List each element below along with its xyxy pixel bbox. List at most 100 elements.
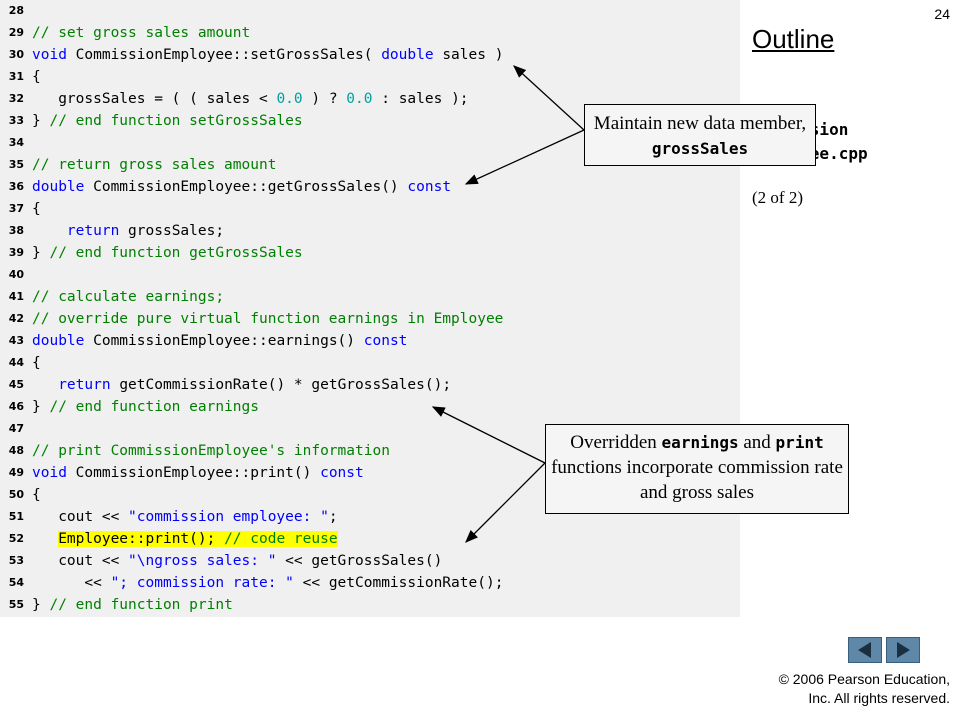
code-token: cout << bbox=[32, 553, 129, 569]
code-text: double CommissionEmployee::earnings() co… bbox=[32, 330, 407, 352]
code-text: } // end function print bbox=[32, 594, 233, 616]
code-line: 39} // end function getGrossSales bbox=[0, 242, 740, 264]
code-token: // calculate earnings; bbox=[32, 289, 225, 305]
code-token: : sales ); bbox=[372, 91, 469, 107]
line-number: 36 bbox=[8, 180, 24, 193]
line-number: 46 bbox=[8, 400, 24, 413]
code-line: 55 } // end function print bbox=[0, 594, 740, 616]
line-number: 41 bbox=[8, 290, 24, 303]
code-text: grossSales = ( ( sales < 0.0 ) ? 0.0 : s… bbox=[32, 88, 469, 110]
code-token: return bbox=[66, 223, 120, 239]
line-number: 37 bbox=[8, 202, 24, 215]
code-token: } bbox=[32, 399, 50, 415]
code-token: return bbox=[58, 377, 111, 393]
code-line: 44{ bbox=[0, 352, 740, 374]
line-number: 38 bbox=[8, 224, 24, 237]
code-line: 53 cout << "\ngross sales: " << getGross… bbox=[0, 550, 740, 572]
code-token: << bbox=[32, 575, 111, 591]
code-token bbox=[32, 223, 67, 239]
callout-earnings-post: functions incorporate commission rate an… bbox=[551, 457, 843, 503]
code-text: // print CommissionEmployee's informatio… bbox=[32, 440, 390, 462]
code-text: { bbox=[32, 352, 41, 374]
line-number: 34 bbox=[8, 136, 24, 149]
code-token: getCommissionRate() * getGrossSales(); bbox=[110, 377, 452, 393]
callout-gross-sales: Maintain new data member, grossSales bbox=[584, 104, 816, 166]
line-number: 49 bbox=[8, 466, 24, 479]
code-token: // print CommissionEmployee's informatio… bbox=[32, 443, 390, 459]
line-number: 32 bbox=[8, 92, 24, 105]
code-line: 36 double CommissionEmployee::getGrossSal… bbox=[0, 176, 740, 198]
code-token: 0.0 bbox=[346, 91, 373, 107]
code-line: 41 // calculate earnings; bbox=[0, 286, 740, 308]
line-number: 43 bbox=[8, 334, 24, 347]
code-token: const bbox=[363, 333, 408, 349]
code-text: { bbox=[32, 198, 41, 220]
code-line: 28 bbox=[0, 0, 740, 22]
code-token: void bbox=[32, 47, 67, 63]
slide-number: 24 bbox=[934, 6, 950, 22]
code-line: 38 return grossSales; bbox=[0, 220, 740, 242]
code-text: { bbox=[32, 484, 41, 506]
line-number: 31 bbox=[8, 70, 24, 83]
code-text: } // end function earnings bbox=[32, 396, 259, 418]
code-line: 33} // end function setGrossSales bbox=[0, 110, 740, 132]
line-number: 35 bbox=[8, 158, 24, 171]
code-text: { bbox=[32, 66, 41, 88]
line-number: 48 bbox=[8, 444, 24, 457]
code-line: 35 // return gross sales amount bbox=[0, 154, 740, 176]
code-token: sales ) bbox=[433, 47, 504, 63]
line-number: 28 bbox=[8, 4, 24, 17]
callout-earnings-code: earnings bbox=[661, 433, 739, 452]
next-slide-button[interactable] bbox=[886, 637, 920, 663]
code-line: 54 << "; commission rate: " << getCommis… bbox=[0, 572, 740, 594]
code-token: } bbox=[32, 245, 50, 261]
code-text: Employee::print(); // code reuse bbox=[32, 528, 338, 550]
code-token: << getGrossSales() bbox=[276, 553, 443, 569]
code-token: grossSales; bbox=[119, 223, 225, 239]
triangle-right-icon bbox=[897, 642, 910, 658]
callout-print-code: print bbox=[775, 433, 824, 452]
line-number: 42 bbox=[8, 312, 24, 325]
code-token: // end function getGrossSales bbox=[49, 245, 303, 261]
code-line: 32 grossSales = ( ( sales < 0.0 ) ? 0.0 … bbox=[0, 88, 740, 110]
line-number: 39 bbox=[8, 246, 24, 259]
code-text: return getCommissionRate() * getGrossSal… bbox=[32, 374, 451, 396]
code-token: const bbox=[407, 179, 452, 195]
line-number: 29 bbox=[8, 26, 24, 39]
code-text: double CommissionEmployee::getGrossSales… bbox=[32, 176, 451, 198]
line-number: 53 bbox=[8, 554, 24, 567]
code-line: 37 { bbox=[0, 198, 740, 220]
code-line: 34 bbox=[0, 132, 740, 154]
code-token: { bbox=[32, 487, 41, 503]
code-token: double bbox=[381, 47, 434, 63]
line-number: 52 bbox=[8, 532, 24, 545]
code-token: { bbox=[32, 355, 41, 371]
part-label: (2 of 2) bbox=[752, 188, 803, 207]
code-text: // calculate earnings; bbox=[32, 286, 224, 308]
code-line: 42// override pure virtual function earn… bbox=[0, 308, 740, 330]
callout-earnings-pre: Overridden bbox=[570, 432, 662, 453]
prev-slide-button[interactable] bbox=[848, 637, 882, 663]
outline-title[interactable]: Outline bbox=[752, 24, 835, 54]
code-text: cout << "\ngross sales: " << getGrossSal… bbox=[32, 550, 442, 572]
line-number: 55 bbox=[8, 598, 24, 611]
code-line: 52 Employee::print(); // code reuse bbox=[0, 528, 740, 550]
code-token: "commission employee: " bbox=[128, 509, 329, 525]
callout-earnings-mid: and bbox=[738, 432, 776, 453]
code-text: } // end function setGrossSales bbox=[32, 110, 303, 132]
code-token: CommissionEmployee::earnings() bbox=[84, 333, 364, 349]
code-token: "\ngross sales: " bbox=[128, 553, 277, 569]
code-text: // return gross sales amount bbox=[32, 154, 276, 176]
code-listing: 28 29// set gross sales amount 30 void Comm… bbox=[0, 0, 740, 617]
code-token: // end function earnings bbox=[49, 399, 259, 415]
code-line: 43 double CommissionEmployee::earnings() … bbox=[0, 330, 740, 352]
code-line: 29// set gross sales amount bbox=[0, 22, 740, 44]
code-token: double bbox=[32, 179, 85, 195]
code-line: 31 { bbox=[0, 66, 740, 88]
code-token: ) ? bbox=[302, 91, 347, 107]
code-token bbox=[32, 377, 58, 393]
callout-gross-code: grossSales bbox=[651, 139, 749, 158]
line-number: 30 bbox=[8, 48, 24, 61]
